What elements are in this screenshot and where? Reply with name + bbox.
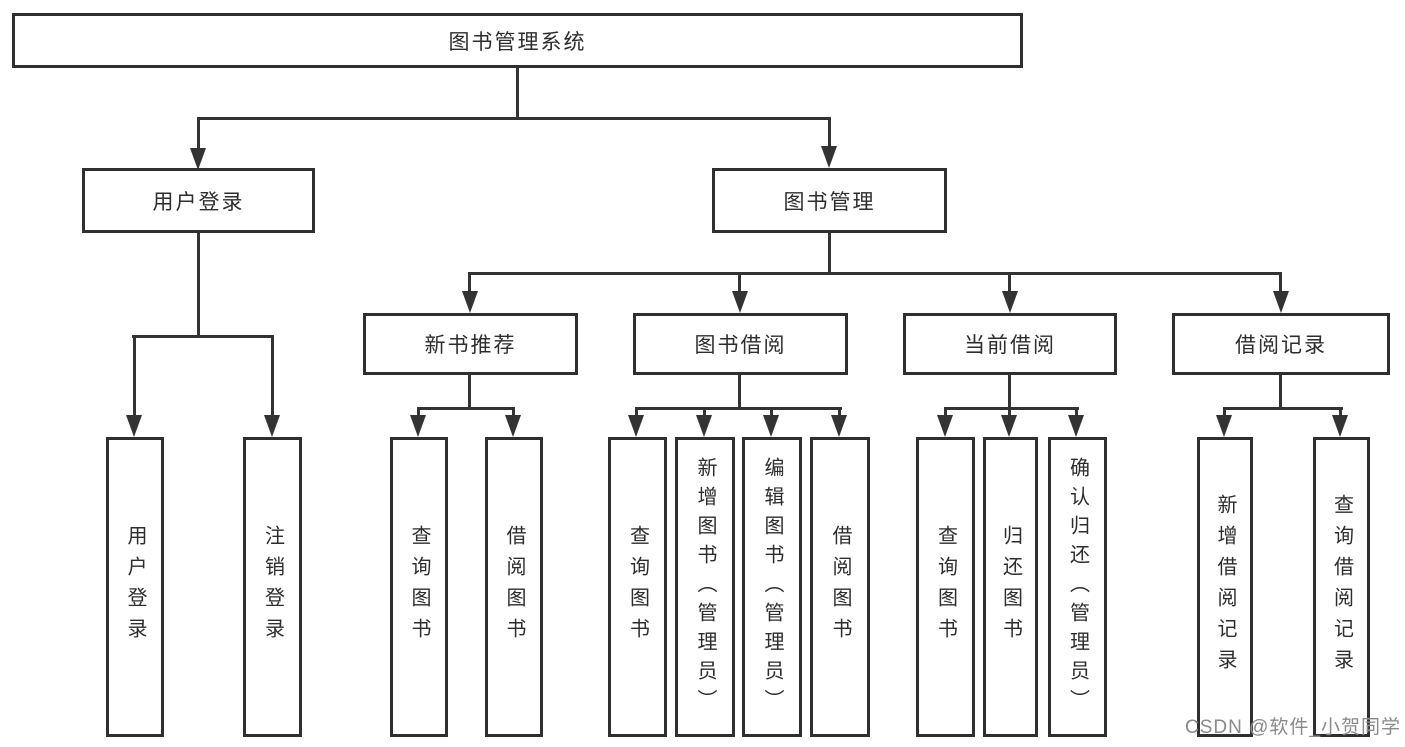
connector xyxy=(1279,272,1282,291)
connector xyxy=(133,335,136,415)
leaf-edit-books-admin: 编辑图书（管理员） xyxy=(742,437,802,737)
node-current-borrow: 当前借阅 xyxy=(903,313,1117,375)
leaf-return-books: 归还图书 xyxy=(983,437,1038,737)
leaf-label: 新增借阅记录 xyxy=(1214,494,1236,680)
arrowhead-icon xyxy=(937,415,953,437)
leaf-label: 借阅图书 xyxy=(503,525,525,649)
connector xyxy=(944,407,947,415)
connector xyxy=(132,335,274,338)
connector xyxy=(828,117,831,146)
node-new-book-recommend: 新书推荐 xyxy=(363,313,578,375)
arrowhead-icon xyxy=(1068,415,1084,437)
arrowhead-icon xyxy=(821,146,837,168)
leaf-label: 编辑图书（管理员） xyxy=(761,456,783,718)
connector xyxy=(703,407,706,415)
node-book-management: 图书管理 xyxy=(712,168,947,233)
node-user-login: 用户登录 xyxy=(82,168,315,233)
node-borrow-records: 借阅记录 xyxy=(1172,313,1390,375)
arrowhead-icon xyxy=(1216,415,1232,437)
connector xyxy=(838,407,841,415)
leaf-label: 查询图书 xyxy=(626,525,649,649)
leaf-logout: 注销登录 xyxy=(243,437,302,737)
connector xyxy=(512,407,515,415)
connector xyxy=(468,272,471,291)
leaf-query-books-current: 查询图书 xyxy=(916,437,975,737)
connector xyxy=(1075,407,1078,415)
arrowhead-icon xyxy=(1001,415,1017,437)
arrowhead-icon xyxy=(410,415,426,437)
arrowhead-icon xyxy=(190,148,206,170)
arrowhead-icon xyxy=(763,415,779,437)
leaf-label: 确认归还（管理员） xyxy=(1066,456,1089,718)
arrowhead-icon xyxy=(505,415,521,437)
arrowhead-icon xyxy=(696,415,712,437)
connector xyxy=(271,335,274,415)
arrowhead-icon xyxy=(831,415,847,437)
arrowhead-icon xyxy=(462,291,478,313)
leaf-label: 注销登录 xyxy=(261,525,284,649)
node-book-borrow: 图书借阅 xyxy=(633,313,848,375)
connector xyxy=(1279,375,1282,407)
node-root-library-system: 图书管理系统 xyxy=(12,13,1023,68)
leaf-query-books-borrow: 查询图书 xyxy=(608,437,667,737)
node-label: 图书借阅 xyxy=(694,334,787,357)
leaf-label: 查询借阅记录 xyxy=(1330,494,1353,680)
node-label: 用户登录 xyxy=(152,190,245,214)
csdn-watermark: CSDN @软件_小贺同学 xyxy=(1185,717,1401,738)
node-label: 图书管理系统 xyxy=(448,30,587,54)
connector xyxy=(417,407,515,410)
connector xyxy=(1339,407,1342,415)
arrowhead-icon xyxy=(628,415,644,437)
connector xyxy=(1223,407,1343,410)
leaf-add-books-admin: 新增图书（管理员） xyxy=(675,437,735,737)
leaf-label: 借阅图书 xyxy=(829,525,851,649)
leaf-borrow-books-recommend: 借阅图书 xyxy=(485,437,543,737)
node-label: 图书管理 xyxy=(783,190,876,214)
leaf-query-books-recommend: 查询图书 xyxy=(390,437,448,737)
leaf-label: 新增图书（管理员） xyxy=(694,456,716,718)
connector xyxy=(468,272,1282,275)
connector xyxy=(1008,407,1011,415)
leaf-query-borrow-record: 查询借阅记录 xyxy=(1313,437,1370,737)
connector xyxy=(635,407,842,410)
connector xyxy=(417,407,420,415)
leaf-add-borrow-record: 新增借阅记录 xyxy=(1197,437,1253,737)
connector xyxy=(738,375,741,407)
connector xyxy=(197,117,831,120)
leaf-confirm-return-admin: 确认归还（管理员） xyxy=(1048,437,1107,737)
connector xyxy=(635,407,638,415)
connector xyxy=(738,272,741,291)
arrowhead-icon xyxy=(1002,291,1018,313)
leaf-label: 用户登录 xyxy=(124,525,146,649)
connector xyxy=(197,233,200,335)
connector xyxy=(516,68,519,117)
arrowhead-icon xyxy=(732,291,748,313)
arrowhead-icon xyxy=(126,415,142,437)
connector xyxy=(1008,375,1011,407)
leaf-label: 查询图书 xyxy=(408,525,430,649)
connector xyxy=(197,117,200,148)
connector xyxy=(770,407,773,415)
leaf-user-login: 用户登录 xyxy=(106,437,164,737)
node-label: 借阅记录 xyxy=(1235,334,1327,357)
arrowhead-icon xyxy=(1273,291,1289,313)
node-label: 当前借阅 xyxy=(964,334,1056,357)
leaf-label: 归还图书 xyxy=(999,525,1022,649)
leaf-borrow-books: 借阅图书 xyxy=(810,437,870,737)
connector xyxy=(944,407,1079,410)
connector xyxy=(468,375,471,407)
connector xyxy=(828,233,831,272)
node-label: 新书推荐 xyxy=(424,334,517,357)
leaf-label: 查询图书 xyxy=(934,525,957,649)
connector xyxy=(1008,272,1011,291)
arrowhead-icon xyxy=(264,415,280,437)
connector xyxy=(1223,407,1226,415)
arrowhead-icon xyxy=(1332,415,1348,437)
